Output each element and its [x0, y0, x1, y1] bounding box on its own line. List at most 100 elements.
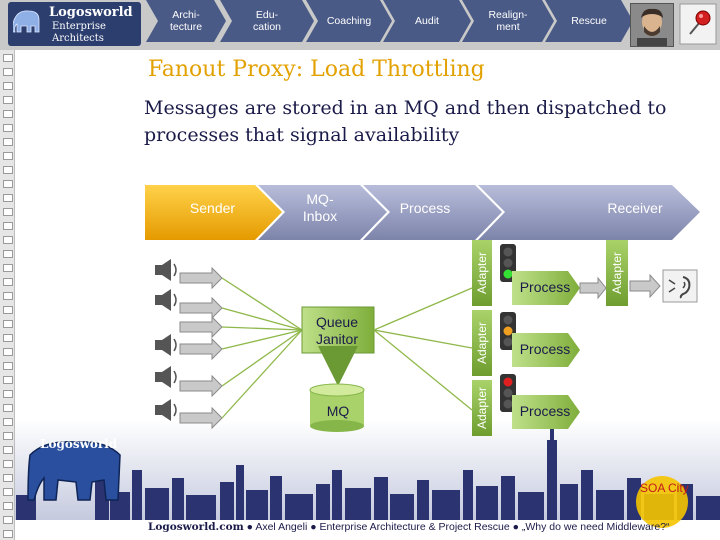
- nav-rescue[interactable]: Rescue: [545, 0, 633, 42]
- sender-icons: [155, 259, 177, 421]
- footer-logo-text: Logosworld: [40, 437, 118, 451]
- nav-arrow-shape: [220, 0, 314, 42]
- speaker-icon: [155, 259, 177, 281]
- author-portrait: [630, 3, 674, 47]
- adapter-3-label: Adapter: [475, 386, 489, 430]
- mq-label: MQ: [326, 403, 350, 419]
- process-2-label: Process: [519, 341, 571, 357]
- speaker-icon: [155, 289, 177, 311]
- film-perforation: [3, 376, 13, 384]
- film-perforation: [3, 152, 13, 160]
- process-3-label: Process: [519, 403, 571, 419]
- nav-arrow-shape: [545, 0, 633, 42]
- film-perforation: [3, 54, 13, 62]
- queue-janitor-label: Queue Janitor: [315, 314, 359, 347]
- pushpin-icon[interactable]: [678, 2, 718, 46]
- film-perforation: [3, 68, 13, 76]
- logo-subtitle: Enterprise Architects: [52, 21, 106, 45]
- sender-stage-label: Sender: [189, 200, 236, 216]
- film-perforation: [3, 306, 13, 314]
- film-strip: [0, 0, 15, 540]
- footer-site-link[interactable]: Logosworld.com: [148, 521, 244, 533]
- film-perforation: [3, 502, 13, 510]
- nav-education-label: Edu- cation: [252, 9, 282, 33]
- footer-line: Logosworld.com ● Axel Angeli ● Enterpris…: [148, 521, 670, 533]
- film-perforation: [3, 348, 13, 356]
- process-2-box: [512, 333, 580, 367]
- film-perforation: [3, 446, 13, 454]
- nav-arrow-shape: [306, 0, 392, 42]
- logo-subtitle-line2: Architects: [52, 33, 104, 44]
- adapter-1-box: [472, 240, 492, 306]
- nav-arrow-shape: [146, 0, 226, 42]
- process-stage-arrow: [363, 185, 502, 240]
- mq-cylinder: [309, 383, 365, 432]
- film-perforation: [3, 138, 13, 146]
- adapter-2-box: [472, 310, 492, 376]
- film-perforation: [3, 82, 13, 90]
- logo-title: Logosworld: [49, 5, 133, 20]
- film-perforation: [3, 236, 13, 244]
- receiver-output-arrow: [629, 273, 661, 299]
- nav-audit[interactable]: Audit: [383, 0, 471, 42]
- top-navigation-bar: Logosworld Enterprise Architects Archi- …: [0, 0, 720, 50]
- soa-city-label: SOA City: [640, 481, 689, 495]
- adapter-2-label: Adapter: [475, 321, 489, 365]
- queue-janitor-box: [301, 306, 375, 354]
- film-perforation: [3, 194, 13, 202]
- adapter-receiver-box: [606, 240, 628, 306]
- film-perforation: [3, 432, 13, 440]
- process-1-box: [512, 271, 580, 305]
- film-perforation: [3, 362, 13, 370]
- film-perforation: [3, 320, 13, 328]
- nav-arrow-shape: [383, 0, 471, 42]
- logosworld-logo[interactable]: Logosworld Enterprise Architects: [8, 2, 141, 46]
- nav-architecture-label: Archi- tecture: [169, 9, 203, 33]
- film-perforation: [3, 292, 13, 300]
- nav-rescue-label: Rescue: [571, 15, 607, 27]
- speaker-icon: [155, 334, 177, 356]
- film-perforation: [3, 460, 13, 468]
- logo-subtitle-line1: Enterprise: [52, 21, 106, 32]
- film-perforation: [3, 278, 13, 286]
- film-perforation: [3, 96, 13, 104]
- nav-coaching[interactable]: Coaching: [306, 0, 392, 42]
- slide-subtitle: Messages are stored in an MQ and then di…: [144, 97, 667, 146]
- speaker-icon: [155, 366, 177, 388]
- nav-realignment[interactable]: Realign- ment: [462, 0, 554, 42]
- sender-message-arrows: [179, 266, 223, 430]
- nav-coaching-label: Coaching: [326, 15, 372, 27]
- film-perforation: [3, 222, 13, 230]
- film-perforation: [3, 250, 13, 258]
- film-perforation: [3, 180, 13, 188]
- elephant-icon: [13, 10, 40, 33]
- sender-stage-arrow: [145, 185, 282, 240]
- footer-text: Axel Angeli ● Enterprise Architecture & …: [255, 521, 670, 533]
- slide-title: Fanout Proxy: Load Throttling: [148, 57, 485, 82]
- film-perforation: [3, 488, 13, 496]
- fanin-lines: [221, 277, 303, 419]
- film-perforation: [3, 516, 13, 524]
- nav-education[interactable]: Edu- cation: [220, 0, 314, 42]
- adapter-3-box: [472, 380, 492, 436]
- receiver-stage-arrow: [478, 185, 700, 240]
- nav-architecture[interactable]: Archi- tecture: [146, 0, 226, 42]
- process-3-box: [512, 395, 580, 429]
- film-perforation: [3, 166, 13, 174]
- adapter-receiver-label: Adapter: [610, 251, 624, 295]
- film-perforation: [3, 124, 13, 132]
- nav-arrow-shape: [462, 0, 554, 42]
- film-perforation: [3, 208, 13, 216]
- process-1-label: Process: [519, 279, 571, 295]
- person-icon: [631, 4, 673, 46]
- speaker-icon: [155, 399, 177, 421]
- fanout-lines: [373, 287, 473, 411]
- film-perforation: [3, 390, 13, 398]
- film-perforation: [3, 404, 13, 412]
- film-perforation: [3, 334, 13, 342]
- film-perforation: [3, 264, 13, 272]
- film-perforation: [3, 474, 13, 482]
